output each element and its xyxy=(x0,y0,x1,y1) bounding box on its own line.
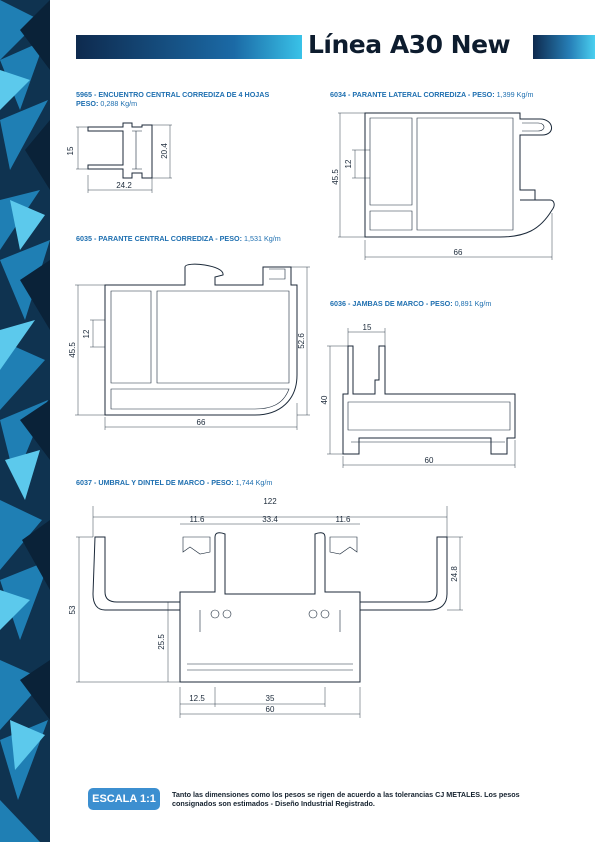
dim-6035-width: 66 xyxy=(197,418,206,427)
dim-6035-height: 45.5 xyxy=(68,342,77,358)
tolerance-note: Tanto las dimensiones como los pesos se … xyxy=(172,790,520,808)
profile-weight-6035: 1,531 Kg/m xyxy=(244,234,281,243)
page-title: Línea A30 New xyxy=(308,30,511,59)
profile-drawing-6037: 122 11.6 33.4 11.6 24.8 53 25.5 12.5 35 … xyxy=(68,497,463,718)
profile-weight-5965: 0,288 Kg/m xyxy=(100,99,138,108)
profile-caption-5965: 5965 - ENCUENTRO CENTRAL CORREDIZA DE 4 … xyxy=(76,90,269,108)
dim-6036-width: 60 xyxy=(425,456,434,465)
dim-6036-top: 15 xyxy=(363,323,372,332)
dim-6037-total-height: 53 xyxy=(68,605,77,614)
dim-6037-bottom-left: 12.5 xyxy=(189,694,205,703)
profile-title-6037: 6037 - UMBRAL Y DINTEL DE MARCO - PESO: xyxy=(76,478,234,487)
dim-6037-total-width: 122 xyxy=(263,497,277,506)
dim-6037-right-slot: 11.6 xyxy=(336,515,352,524)
dim-5965-total-height: 20.4 xyxy=(160,143,169,159)
profile-caption-6037: 6037 - UMBRAL Y DINTEL DE MARCO - PESO: … xyxy=(76,478,272,487)
dim-6037-bottom-center: 35 xyxy=(266,694,275,703)
profile-weight-label-5965: PESO: xyxy=(76,99,99,108)
dim-6034-width: 66 xyxy=(454,248,463,257)
dim-6034-inner: 12 xyxy=(344,159,353,168)
dim-5965-width: 24.2 xyxy=(116,181,132,190)
profile-drawing-6035: 45.5 12 52.6 66 xyxy=(68,263,310,430)
dim-6036-height: 40 xyxy=(320,395,329,404)
dim-6035-total-height: 52.6 xyxy=(297,333,306,349)
profile-caption-6036: 6036 - JAMBAS DE MARCO - PESO: 0,891 Kg/… xyxy=(330,299,491,308)
profile-weight-6036: 0,891 Kg/m xyxy=(454,299,492,308)
profile-caption-6035: 6035 - PARANTE CENTRAL CORREDIZA - PESO:… xyxy=(76,234,281,243)
dim-6035-inner: 12 xyxy=(82,329,91,338)
scale-badge: ESCALA 1:1 xyxy=(88,788,160,810)
dim-6037-center: 33.4 xyxy=(262,515,278,524)
profile-drawing-6034: 45.5 12 66 xyxy=(331,112,555,260)
dim-5965-height: 15 xyxy=(66,146,75,155)
dim-6037-lower-height: 25.5 xyxy=(157,634,166,650)
dim-6037-bottom-width: 60 xyxy=(266,705,275,714)
profile-title-5965: 5965 - ENCUENTRO CENTRAL CORREDIZA DE 4 … xyxy=(76,90,270,99)
header-gradient-bar-right xyxy=(533,35,595,59)
decorative-geometric-strip xyxy=(0,0,50,842)
profile-title-6035: 6035 - PARANTE CENTRAL CORREDIZA - PESO: xyxy=(76,234,242,243)
profile-title-6036: 6036 - JAMBAS DE MARCO - PESO: xyxy=(330,299,453,308)
dim-6037-side-height: 24.8 xyxy=(450,566,459,582)
header-gradient-bar-left xyxy=(76,35,302,59)
dim-6034-height: 45.5 xyxy=(331,169,340,185)
profile-caption-6034: 6034 - PARANTE LATERAL CORREDIZA - PESO:… xyxy=(330,90,533,99)
profile-weight-6034: 1,399 Kg/m xyxy=(496,90,534,99)
dim-6037-left-slot: 11.6 xyxy=(190,515,206,524)
profile-title-6034: 6034 - PARANTE LATERAL CORREDIZA - PESO: xyxy=(330,90,495,99)
profile-weight-6037: 1,744 Kg/m xyxy=(235,478,273,487)
profile-drawing-6036: 15 40 60 xyxy=(320,323,516,468)
profile-drawing-5965: 15 20.4 24.2 xyxy=(66,122,172,193)
